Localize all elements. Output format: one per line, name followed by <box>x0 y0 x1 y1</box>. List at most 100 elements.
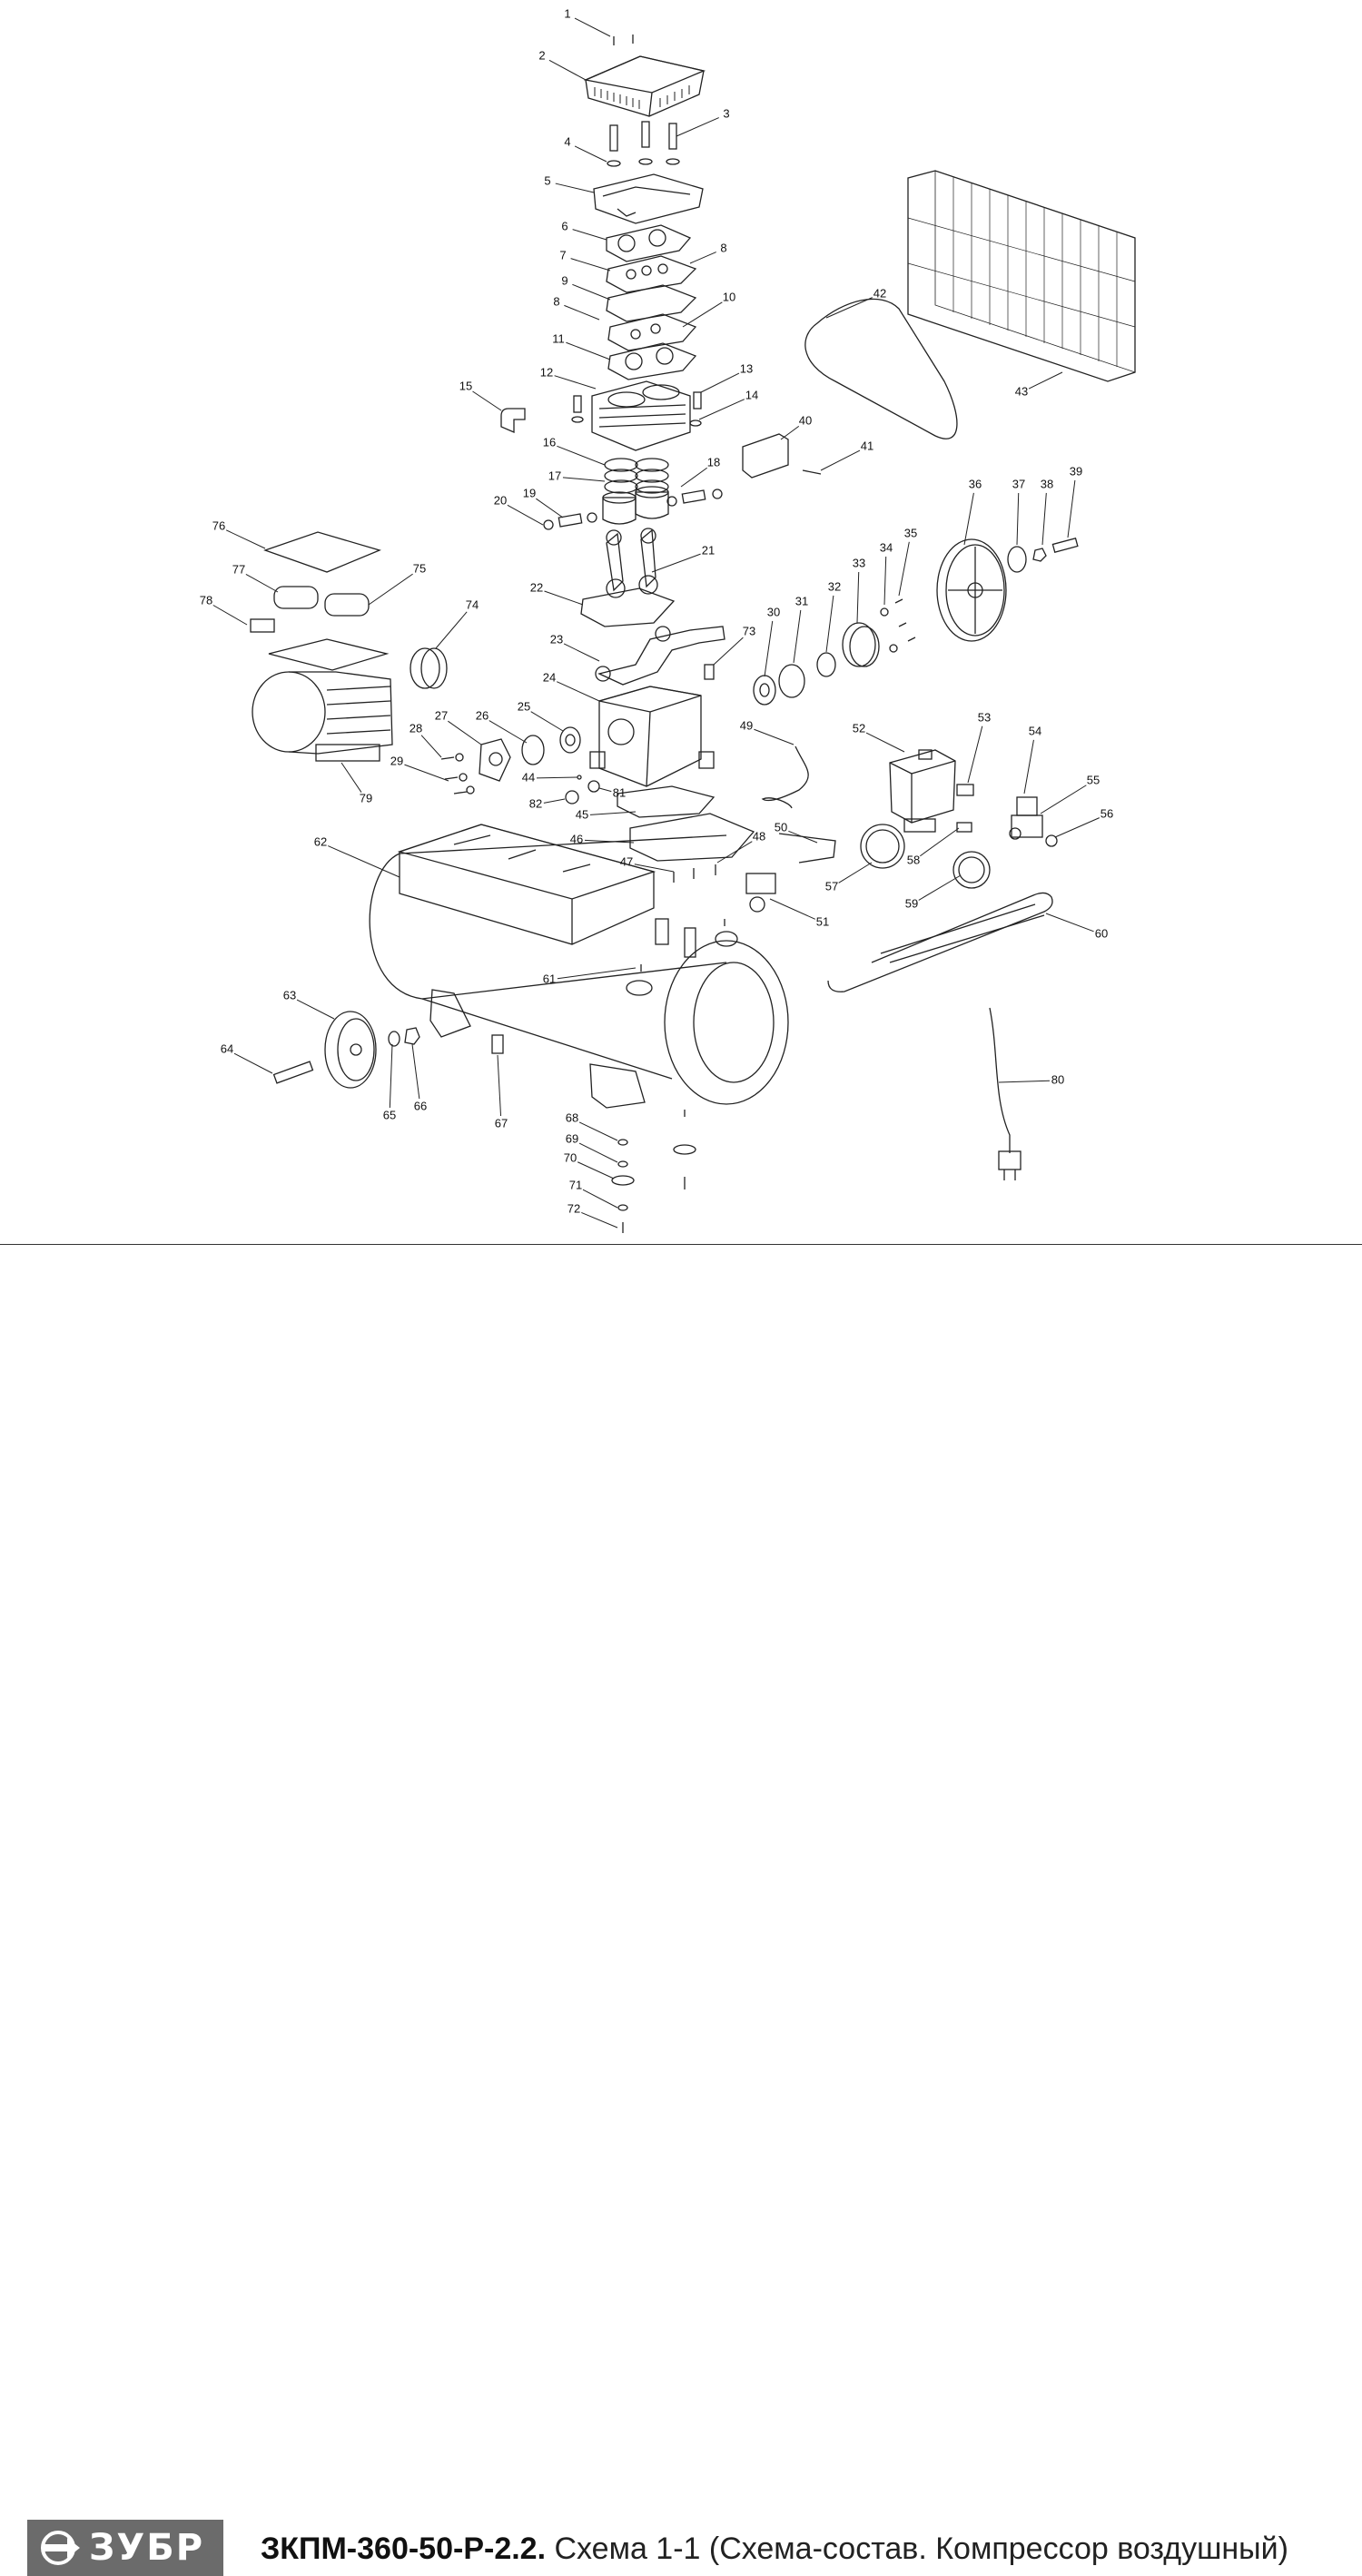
part-number-label: 79 <box>360 791 372 804</box>
leader-line <box>420 735 442 758</box>
document-title: ЗКПМ-360-50-Р-2.2. Схема 1-1 (Схема-сост… <box>261 2532 1288 2567</box>
part-number-label: 64 <box>221 1041 233 1055</box>
part-number-label: 23 <box>550 632 563 646</box>
leader-line <box>404 764 449 782</box>
footer: ЗУБР ЗКПМ-360-50-Р-2.2. Схема 1-1 (Схема… <box>0 1245 1362 2576</box>
part-number-label: 2 <box>538 48 545 62</box>
gasket-11 <box>607 342 697 380</box>
leader-line <box>556 681 600 702</box>
part-number-label: 25 <box>518 699 530 713</box>
leader-line <box>435 611 468 649</box>
part-number-label: 34 <box>880 540 893 554</box>
check-valve-51 <box>745 873 776 913</box>
capacitor-77 <box>273 586 319 609</box>
part-number-label: 41 <box>861 439 873 452</box>
leader-line <box>389 1043 393 1109</box>
leader-line <box>689 252 716 264</box>
part-number-label: 50 <box>775 820 787 834</box>
electric-motor <box>252 638 393 762</box>
seal-32 <box>816 652 836 677</box>
leader-line <box>368 573 413 606</box>
flange-27 <box>479 738 511 782</box>
leader-line <box>713 637 744 666</box>
bolts-34-35 <box>880 598 916 653</box>
washer-65 <box>388 1031 400 1047</box>
leader-line <box>557 967 637 980</box>
bolt-39 <box>1051 537 1079 553</box>
leader-line <box>716 841 753 864</box>
leader-line <box>574 17 611 37</box>
leader-line <box>578 1121 618 1141</box>
part-number-label: 65 <box>383 1108 396 1121</box>
leader-line <box>582 1189 618 1209</box>
seal-25 <box>559 726 581 754</box>
switch-78 <box>250 618 275 633</box>
leader-line <box>825 595 834 653</box>
air-manifold <box>595 626 725 686</box>
part-number-label: 49 <box>740 718 753 732</box>
leader-line <box>651 553 701 573</box>
part-number-label: 30 <box>767 605 780 618</box>
part-number-label: 55 <box>1087 773 1100 786</box>
gasket-22 <box>580 587 676 627</box>
part-number-label: 19 <box>523 486 536 499</box>
leader-line <box>497 1054 502 1117</box>
gasket-45 <box>617 785 716 818</box>
fitting-53 <box>956 784 974 796</box>
part-number-label: 54 <box>1029 724 1041 737</box>
piston-rings <box>604 458 669 494</box>
part-number-label: 26 <box>476 708 489 722</box>
part-number-label: 28 <box>410 721 422 735</box>
leader-line <box>572 283 611 301</box>
part-number-label: 24 <box>543 670 556 684</box>
part-number-label: 10 <box>723 290 735 303</box>
screws-47-48 <box>673 864 716 883</box>
leader-line <box>212 605 248 626</box>
part-number-label: 4 <box>564 134 570 148</box>
part-number-label: 27 <box>435 708 448 722</box>
tube-50 <box>778 833 836 864</box>
leader-line <box>578 1142 618 1163</box>
part-number-label: 45 <box>576 807 588 821</box>
part-number-label: 82 <box>529 796 542 810</box>
part-number-label: 77 <box>232 562 245 576</box>
part-number-label: 67 <box>495 1116 508 1130</box>
scheme-description: Схема 1-1 (Схема-состав. Компрессор возд… <box>546 2532 1288 2566</box>
brand-logo: ЗУБР <box>27 2520 223 2576</box>
plug-73 <box>704 664 715 680</box>
elbow-fitting <box>500 408 526 433</box>
leader-line <box>328 845 400 878</box>
part-number-label: 68 <box>566 1110 578 1124</box>
cylinder-head <box>593 173 704 224</box>
bolts-28-29 <box>440 753 475 795</box>
regulator <box>1009 796 1058 847</box>
part-number-label: 8 <box>553 294 559 308</box>
part-number-label: 71 <box>569 1178 582 1191</box>
head-cover <box>583 55 706 117</box>
leader-line <box>548 59 587 81</box>
leader-line <box>698 399 745 420</box>
leader-line <box>572 229 607 241</box>
leader-line <box>780 425 800 440</box>
screw-41 <box>802 469 822 475</box>
leader-line <box>566 341 611 360</box>
exploded-parts-diagram: 1234567898101112131415161718192021222324… <box>200 6 1136 1233</box>
leader-line <box>998 1080 1051 1083</box>
fitting-58 <box>956 822 972 833</box>
leader-line <box>1067 479 1076 538</box>
gauge-59 <box>952 851 991 889</box>
gasket-9 <box>606 284 697 322</box>
part-number-label: 38 <box>1041 477 1053 490</box>
part-number-label: 37 <box>1012 477 1025 490</box>
leader-line <box>754 728 794 745</box>
part-number-label: 20 <box>494 493 507 507</box>
washer-37 <box>1007 546 1027 573</box>
leader-line <box>825 297 873 319</box>
axle-bolt-64 <box>272 1061 314 1084</box>
nut-38 <box>1032 548 1047 562</box>
leader-line <box>769 898 815 920</box>
part-number-label: 1 <box>564 6 570 20</box>
leader-line <box>577 1161 615 1179</box>
part-number-label: 11 <box>552 331 565 345</box>
